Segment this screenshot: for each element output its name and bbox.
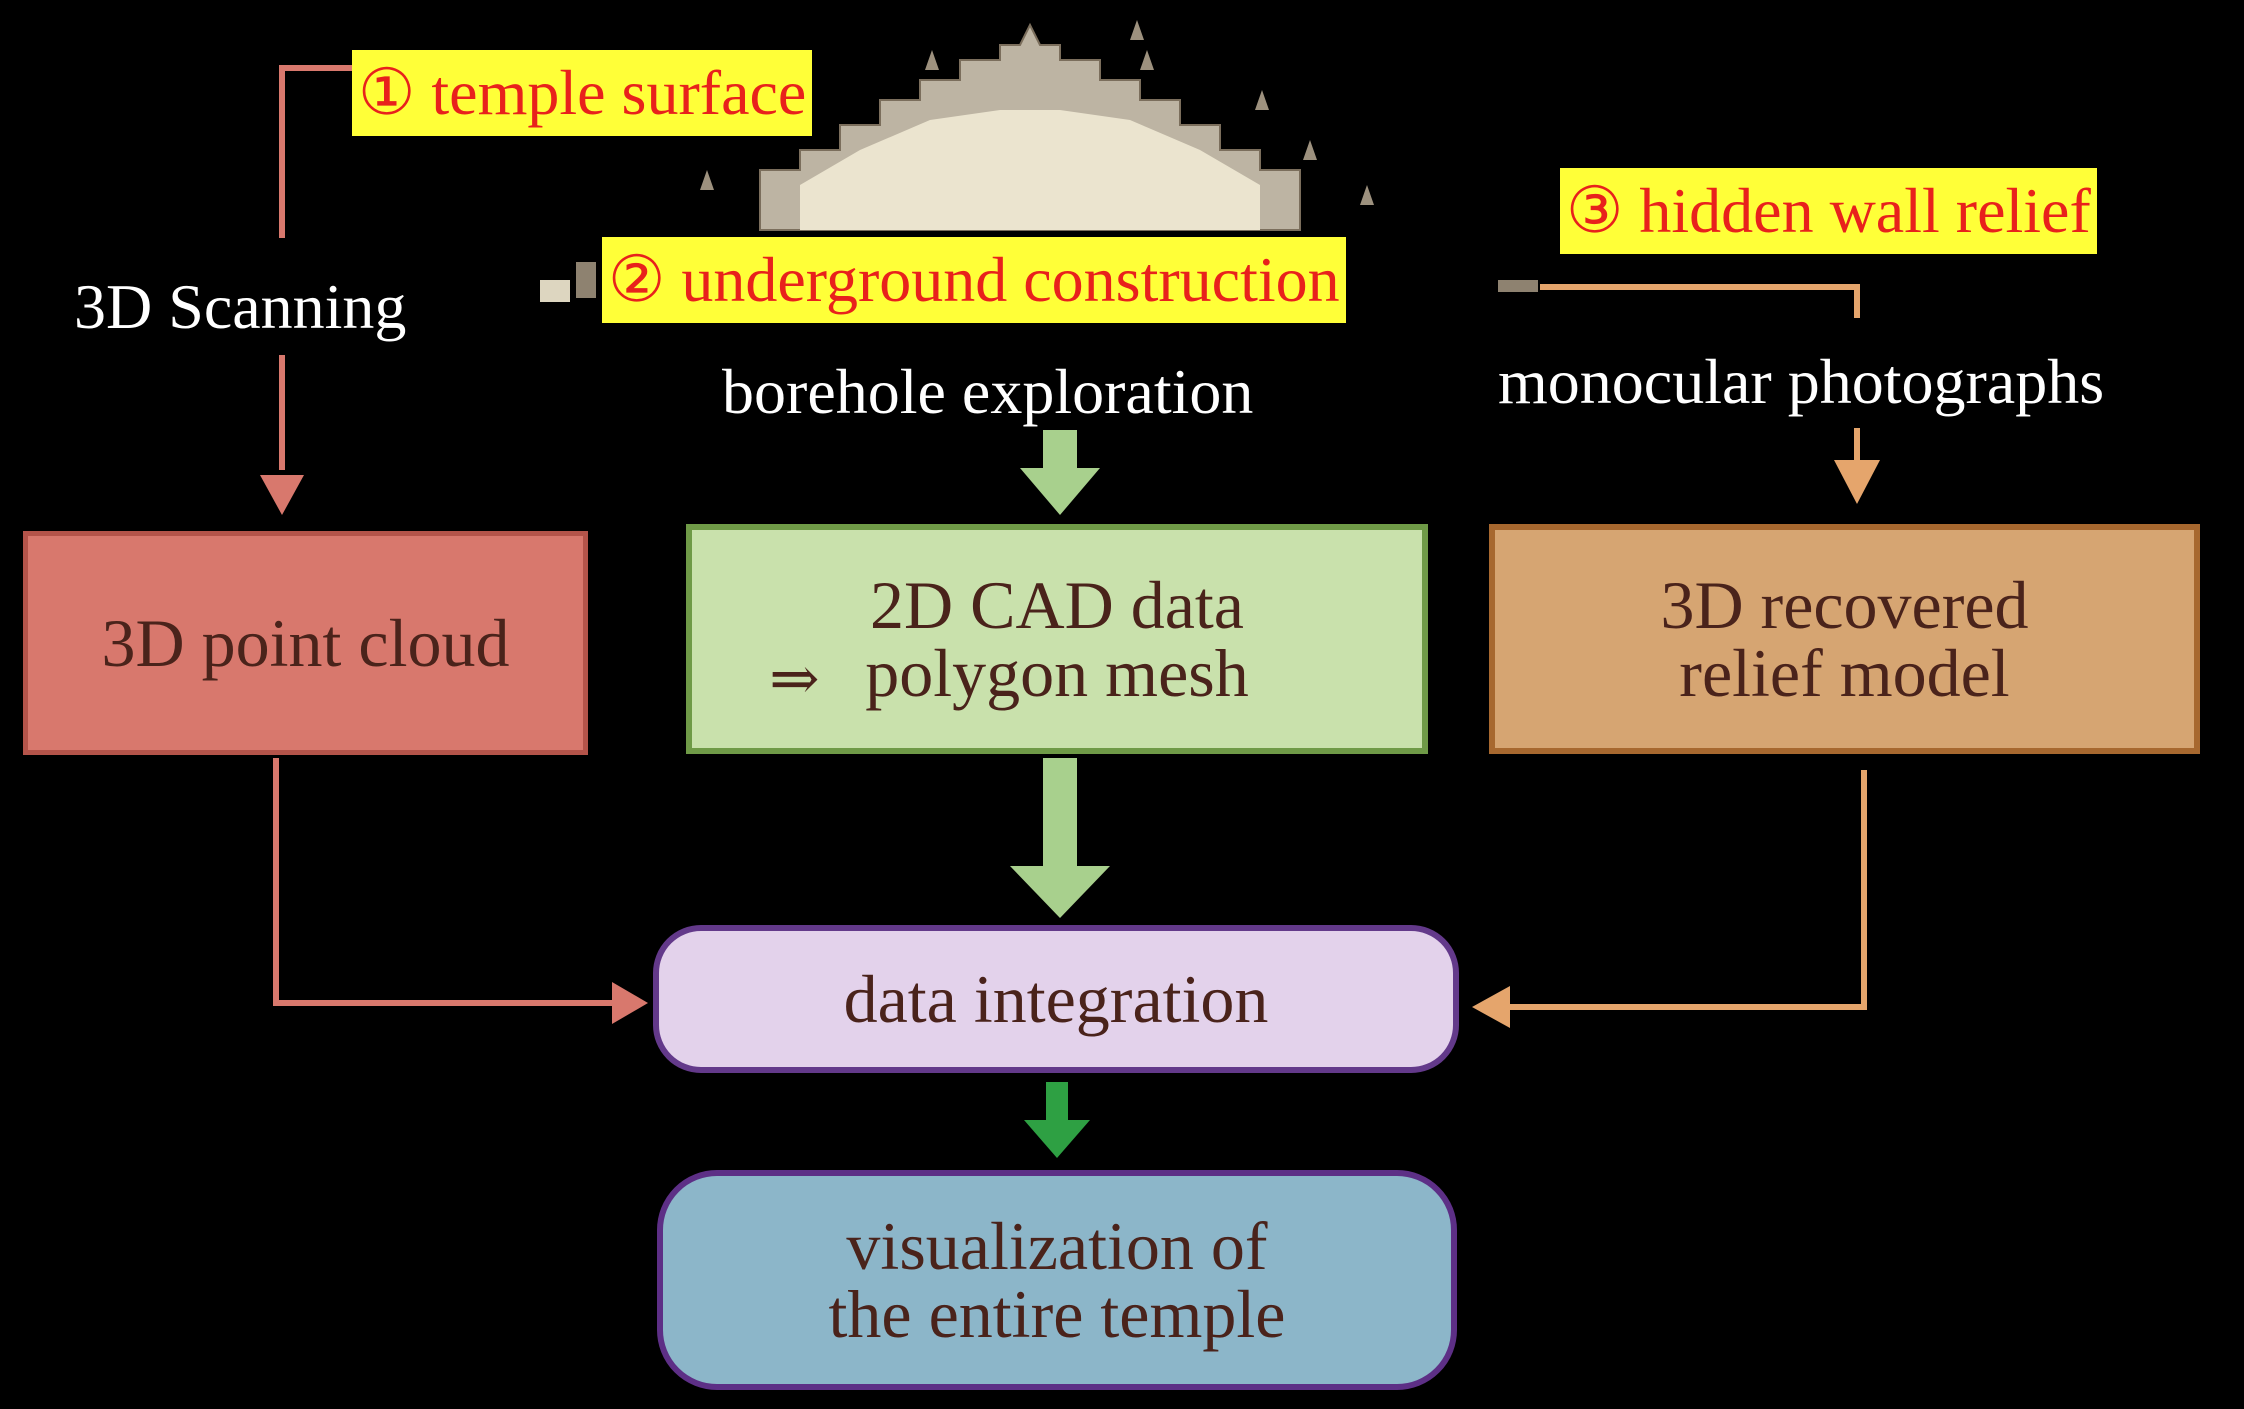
- scanning-connector: [273, 65, 620, 1006]
- photographs-connector: [1510, 284, 1867, 1010]
- green-stem-bottom: [1043, 758, 1077, 868]
- green-stem-top: [1043, 430, 1077, 470]
- relief-line1: 3D recovered: [1660, 567, 2029, 643]
- relief-line2: relief model: [1679, 635, 2010, 711]
- arrow-red-to-integration: [612, 982, 648, 1024]
- label-hidden-wall-relief: ③ hidden wall relief: [1560, 168, 2097, 254]
- label-3d-scanning: 3D Scanning: [74, 271, 407, 342]
- cad-line1: 2D CAD data: [870, 567, 1244, 643]
- box-3d-point-cloud-text: 3D point cloud: [101, 605, 510, 681]
- arrow-orange-to-integration: [1472, 986, 1510, 1028]
- cad-line2: polygon mesh: [865, 635, 1249, 711]
- vis-line1: visualization of: [846, 1208, 1268, 1284]
- label-temple-surface: ① temple surface: [352, 50, 813, 136]
- box-visualization: visualization of the entire temple: [657, 1170, 1457, 1390]
- label-borehole-exploration: borehole exploration: [722, 356, 1254, 427]
- arrow-to-integration: [1010, 866, 1110, 918]
- label-monocular-photographs: monocular photographs: [1498, 346, 2105, 417]
- final-arrow-stem: [1046, 1082, 1068, 1126]
- arrow-to-cad: [1020, 468, 1100, 515]
- temple-illustration: [540, 20, 1538, 302]
- cad-arrow-icon: ⇒: [769, 646, 820, 712]
- arrow-to-relief: [1834, 460, 1880, 504]
- final-arrow-head: [1024, 1120, 1090, 1158]
- vis-line2: the entire temple: [828, 1276, 1286, 1352]
- data-integration-text: data integration: [843, 961, 1269, 1037]
- arrow-to-point-cloud: [260, 475, 304, 515]
- box-2d-cad-data: 2D CAD data ⇒ polygon mesh: [686, 524, 1428, 754]
- label-underground-construction: ② underground construction: [602, 237, 1346, 323]
- box-3d-point-cloud: 3D point cloud: [23, 531, 588, 755]
- box-3d-recovered-relief: 3D recovered relief model: [1489, 524, 2200, 754]
- box-data-integration: data integration: [653, 925, 1459, 1073]
